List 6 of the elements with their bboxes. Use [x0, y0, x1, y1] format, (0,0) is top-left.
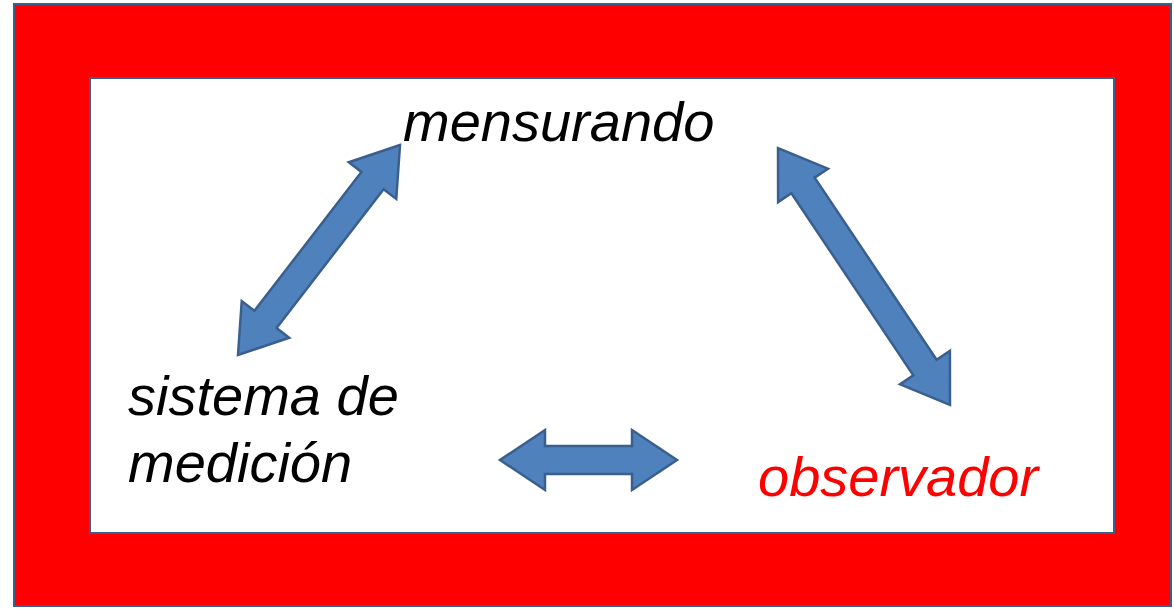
double-arrow — [776, 146, 952, 407]
node-label: sistema de medición — [128, 363, 400, 497]
double-arrow — [497, 427, 680, 493]
node-label: observador — [758, 444, 1041, 510]
node-label: mensurando — [403, 89, 716, 155]
double-arrow — [236, 143, 402, 357]
